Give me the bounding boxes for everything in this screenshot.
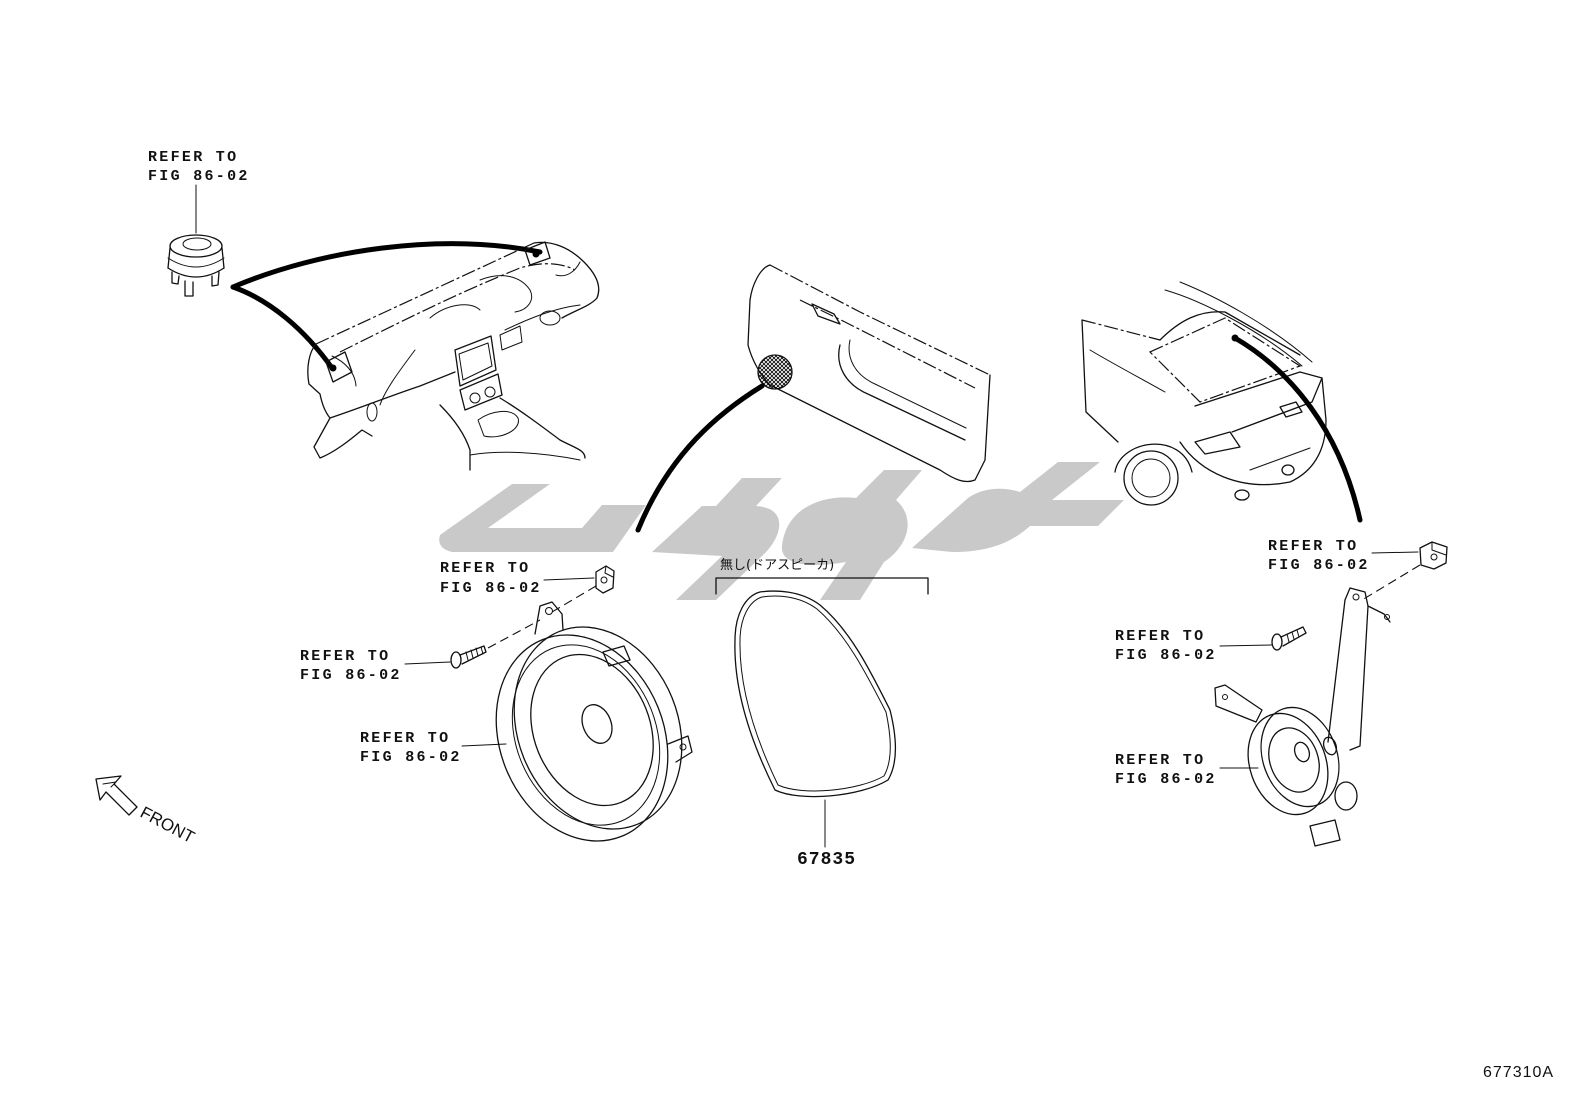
leader-line-6	[1219, 644, 1273, 647]
location-line-door	[635, 383, 765, 533]
location-line-dash-lower	[230, 284, 335, 371]
door-trim-drawing	[747, 264, 991, 483]
refer-label-6-line1: REFER TO	[1115, 628, 1205, 645]
front-label: FRONT	[137, 803, 198, 847]
part-number-label: 67835	[797, 850, 856, 870]
refer-label-4-line2: FIG 86-02	[360, 749, 462, 766]
location-line-rear	[1232, 335, 1363, 523]
rear-clip-drawing	[1419, 541, 1448, 570]
door-speaker-note: 無し(ドアスピーカ)	[720, 558, 834, 573]
rear-speaker-drawing	[1214, 587, 1391, 847]
refer-label-6-line2: FIG 86-02	[1115, 647, 1217, 664]
refer-label-1-line1: REFER TO	[148, 149, 238, 166]
refer-label-2-line1: REFER TO	[440, 560, 530, 577]
assembly-line-rear-clip	[1361, 564, 1421, 601]
refer-label-5-line1: REFER TO	[1268, 538, 1358, 555]
leader-line-4	[461, 743, 507, 747]
figure-id: 677310A	[1483, 1064, 1554, 1081]
refer-label-3-line1: REFER TO	[300, 648, 390, 665]
refer-label-7-line1: REFER TO	[1115, 752, 1205, 769]
refer-label-4-line1: REFER TO	[360, 730, 450, 747]
location-line-dash-upper	[230, 241, 543, 290]
leader-line-3	[404, 661, 451, 665]
assembly-line-screw	[487, 619, 541, 649]
front-screw-drawing	[450, 645, 487, 669]
front-clip-drawing	[595, 565, 615, 594]
refer-label-1-line2: FIG 86-02	[148, 168, 250, 185]
front-speaker-drawing	[495, 601, 693, 842]
leader-line-2	[543, 577, 595, 581]
dashboard-drawing	[307, 241, 600, 471]
dash-tweeter-drawing	[167, 234, 225, 297]
rear-screw-drawing	[1271, 626, 1307, 651]
leader-line-5	[1371, 551, 1419, 554]
note-bracket	[715, 577, 929, 595]
refer-label-2-line2: FIG 86-02	[440, 580, 542, 597]
refer-label-5-line2: FIG 86-02	[1268, 557, 1370, 574]
speaker-cover-drawing	[734, 590, 897, 798]
assembly-line-clip	[551, 585, 597, 613]
refer-label-3-line2: FIG 86-02	[300, 667, 402, 684]
front-arrow-icon	[95, 775, 138, 816]
refer-label-7-line2: FIG 86-02	[1115, 771, 1217, 788]
rear-car-drawing	[1081, 281, 1327, 506]
watermark-logo	[439, 462, 1124, 600]
